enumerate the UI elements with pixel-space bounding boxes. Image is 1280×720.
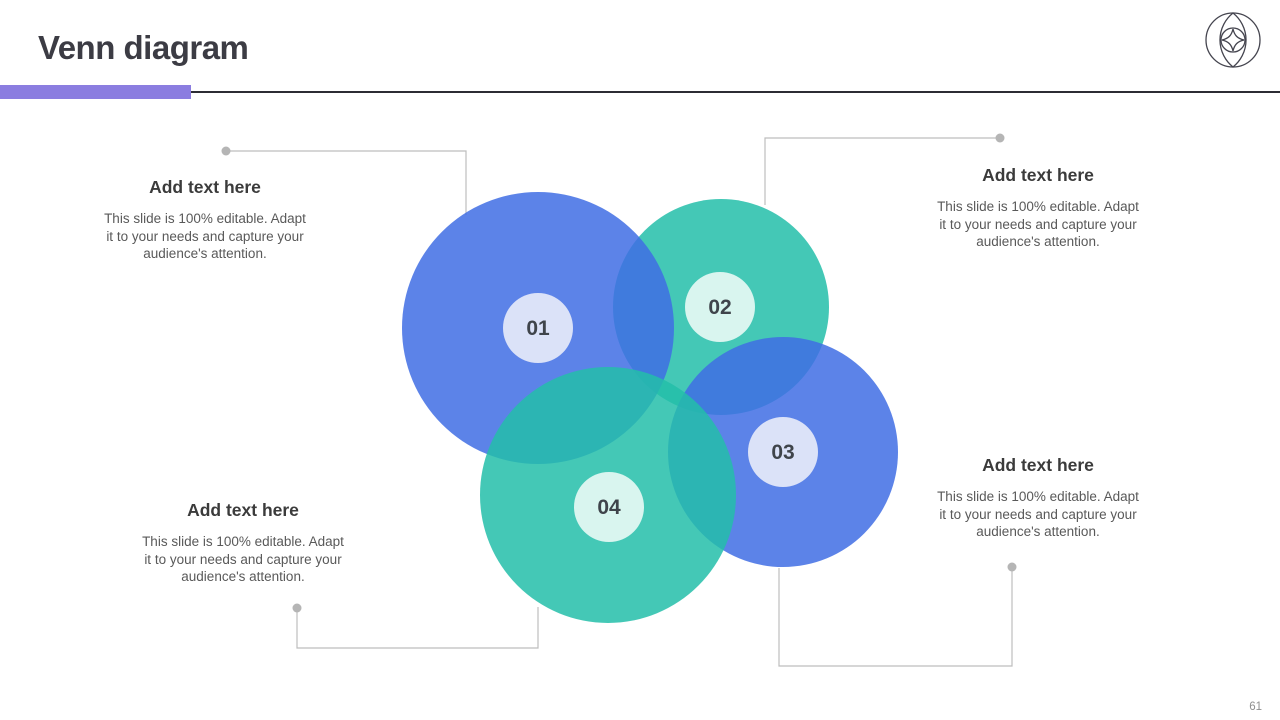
callout-heading: Add text here bbox=[982, 455, 1094, 475]
callout-body-line: This slide is 100% editable. Adapt bbox=[104, 211, 306, 226]
callout-body-line: This slide is 100% editable. Adapt bbox=[937, 199, 1139, 214]
callout-top-left: Add text here This slide is 100% editabl… bbox=[70, 176, 340, 263]
callout-body: This slide is 100% editable. Adapt it to… bbox=[70, 210, 340, 263]
page-number: 61 bbox=[1249, 701, 1262, 713]
callout-body-line: it to your needs and capture your bbox=[939, 506, 1137, 522]
connector-bottom-left bbox=[296, 607, 539, 649]
badge-circle-03 bbox=[748, 417, 818, 487]
callout-bottom-left: Add text here This slide is 100% editabl… bbox=[108, 499, 378, 586]
title-accent-bar bbox=[0, 85, 191, 99]
callout-body-line: it to your needs and capture your bbox=[939, 216, 1137, 232]
connector-dot-bottom-left bbox=[292, 603, 302, 613]
callout-body-line: audience's attention. bbox=[181, 569, 305, 584]
badge-circle-04 bbox=[574, 472, 644, 542]
badge-number-01: 01 bbox=[526, 317, 550, 340]
callout-heading: Add text here bbox=[187, 500, 299, 520]
callout-heading: Add text here bbox=[982, 165, 1094, 185]
page-title: Venn diagram bbox=[38, 29, 249, 66]
header-divider-line bbox=[191, 91, 1280, 93]
badge-circle-01 bbox=[503, 293, 573, 363]
callout-bottom-right: Add text here This slide is 100% editabl… bbox=[903, 454, 1173, 541]
callout-body: This slide is 100% editable. Adapt it to… bbox=[903, 488, 1173, 541]
callout-body-line: This slide is 100% editable. Adapt bbox=[937, 489, 1139, 504]
connector-dot-top-left bbox=[221, 146, 231, 156]
connector-dot-top-right bbox=[995, 133, 1005, 143]
callout-heading: Add text here bbox=[149, 177, 261, 197]
callout-body: This slide is 100% editable. Adapt it to… bbox=[108, 533, 378, 586]
callout-body-line: audience's attention. bbox=[976, 524, 1100, 539]
callout-body-line: This slide is 100% editable. Adapt bbox=[142, 534, 344, 549]
connector-bottom-right bbox=[778, 567, 1013, 667]
callout-top-right: Add text here This slide is 100% editabl… bbox=[903, 164, 1173, 251]
connector-dot-bottom-right bbox=[1007, 562, 1017, 572]
badge-circle-02 bbox=[685, 272, 755, 342]
connector-top-right bbox=[764, 137, 1000, 205]
callout-body-line: it to your needs and capture your bbox=[144, 551, 342, 567]
badge-number-02: 02 bbox=[708, 296, 731, 319]
callout-body: This slide is 100% editable. Adapt it to… bbox=[903, 198, 1173, 251]
brand-logo-icon bbox=[1205, 12, 1261, 68]
connector-top-left bbox=[226, 150, 467, 215]
callout-body-line: audience's attention. bbox=[976, 234, 1100, 249]
callout-body-line: audience's attention. bbox=[143, 246, 267, 261]
badge-number-04: 04 bbox=[597, 496, 621, 519]
badge-number-03: 03 bbox=[771, 441, 794, 464]
callout-body-line: it to your needs and capture your bbox=[106, 228, 304, 244]
